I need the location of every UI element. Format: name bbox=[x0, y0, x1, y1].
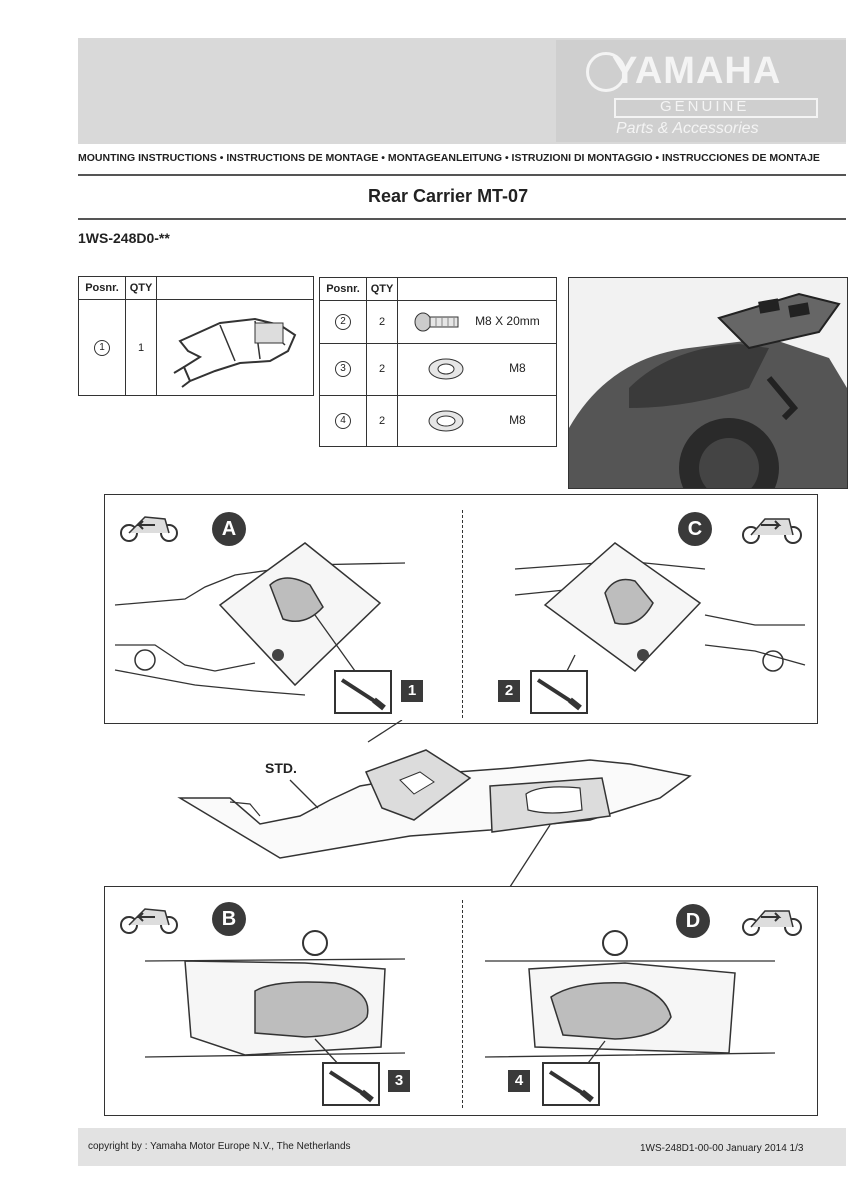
parts-label: Parts & Accessories bbox=[616, 120, 759, 137]
saw-tool-icon bbox=[542, 1062, 600, 1106]
qty-value: 2 bbox=[366, 299, 398, 345]
washer-icon bbox=[428, 358, 464, 380]
hardware-table: Posnr. QTY 2 2 M8 X 20mm 3 2 M8 4 2 bbox=[319, 277, 557, 448]
qty-value: 1 bbox=[125, 299, 157, 396]
step-number-3: 3 bbox=[388, 1070, 410, 1092]
washer-icon bbox=[428, 410, 464, 432]
language-line: MOUNTING INSTRUCTIONS • INSTRUCTIONS DE … bbox=[78, 152, 820, 164]
table-row: 4 2 M8 bbox=[319, 394, 557, 448]
hardware-spec: M8 X 20mm bbox=[475, 313, 540, 328]
pos-number: 4 bbox=[335, 412, 351, 429]
brand-logo: YAMAHA bbox=[612, 50, 782, 92]
carrier-illustration bbox=[156, 299, 314, 396]
product-photo bbox=[568, 277, 848, 518]
panel-divider bbox=[462, 510, 463, 718]
copyright-text: copyright by : Yamaha Motor Europe N.V.,… bbox=[88, 1141, 351, 1152]
genuine-label: GENUINE bbox=[660, 98, 750, 115]
panel-divider bbox=[462, 900, 463, 1108]
hardware-spec: M8 bbox=[509, 412, 526, 427]
step-letter-c: C bbox=[678, 512, 712, 546]
col-image bbox=[397, 277, 557, 301]
qty-value: 2 bbox=[366, 394, 398, 448]
step-letter-d: D bbox=[676, 904, 710, 938]
seat-cutout-diagram-ac bbox=[114, 516, 806, 696]
saw-tool-icon bbox=[530, 670, 588, 714]
col-qty: QTY bbox=[125, 276, 157, 300]
col-posnr: Posnr. bbox=[78, 276, 126, 300]
saw-tool-icon bbox=[322, 1062, 380, 1106]
motorcycle-right-icon bbox=[742, 910, 802, 936]
motorcycle-left-icon bbox=[120, 908, 178, 934]
divider bbox=[78, 218, 846, 220]
col-image bbox=[156, 276, 314, 300]
table-row: 2 2 M8 X 20mm bbox=[319, 299, 557, 345]
page-title: Rear Carrier MT-07 bbox=[368, 186, 529, 206]
subframe-overview-diagram bbox=[177, 720, 692, 891]
std-label: STD. bbox=[265, 760, 297, 776]
pos-number: 2 bbox=[335, 314, 351, 331]
qty-value: 2 bbox=[366, 343, 398, 396]
col-posnr: Posnr. bbox=[319, 277, 367, 301]
step-number-4: 4 bbox=[508, 1070, 530, 1092]
step-number-1: 1 bbox=[401, 680, 423, 702]
divider bbox=[78, 174, 846, 176]
genuine-bar bbox=[614, 98, 818, 118]
table-row: 1 1 bbox=[78, 299, 314, 396]
footer-band bbox=[78, 1128, 846, 1166]
document-reference: 1WS-248D1-00-00 January 2014 1/3 bbox=[640, 1143, 804, 1154]
parts-table: Posnr. QTY 1 1 bbox=[78, 276, 314, 396]
hardware-spec: M8 bbox=[509, 361, 526, 376]
tuning-fork-logo-icon bbox=[586, 52, 626, 92]
motorcycle-right-icon bbox=[742, 518, 802, 544]
bolt-icon bbox=[414, 312, 459, 332]
pos-number: 1 bbox=[94, 339, 110, 356]
saw-tool-icon bbox=[334, 670, 392, 714]
seat-cutout-diagram-bd bbox=[120, 908, 802, 1068]
step-letter-b: B bbox=[212, 902, 246, 936]
step-number-2: 2 bbox=[498, 680, 520, 702]
pos-number: 3 bbox=[335, 361, 351, 378]
step-letter-a: A bbox=[212, 512, 246, 546]
table-row: 3 2 M8 bbox=[319, 343, 557, 396]
col-qty: QTY bbox=[366, 277, 398, 301]
motorcycle-left-icon bbox=[120, 516, 178, 542]
part-number: 1WS-248D0-** bbox=[78, 230, 170, 246]
